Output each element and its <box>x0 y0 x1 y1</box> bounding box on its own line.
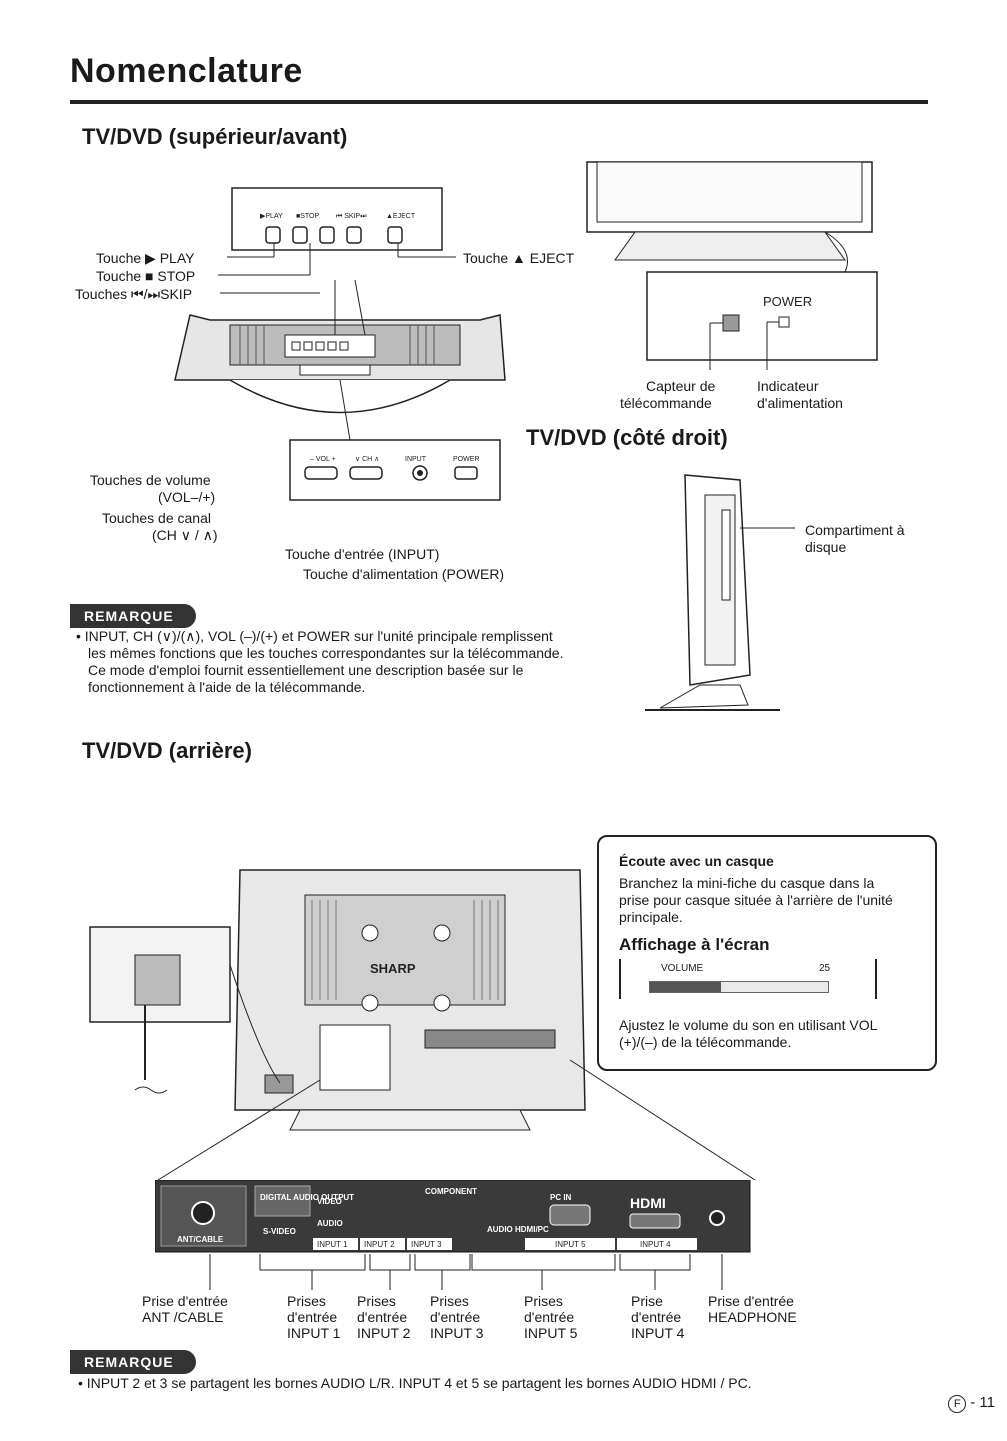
headphone-p1: Branchez la mini-fiche du casque dans la <box>619 875 875 891</box>
volume-value: 25 <box>819 963 831 974</box>
volume-osd: VOLUME 25 <box>619 959 877 999</box>
page-number: F- 11 <box>948 1394 995 1413</box>
label-indicator-1: Indicateur <box>757 378 819 394</box>
note-text: • INPUT, CH (∨)/(∧), VOL (–)/(+) et POWE… <box>76 628 676 696</box>
volume-bar-fill <box>650 982 722 992</box>
osd-title: Affichage à l'écran <box>619 935 770 954</box>
label-play: Touche ▶ PLAY <box>96 250 195 266</box>
panel-digital: DIGITAL AUDIO OUTPUT <box>260 1193 354 1202</box>
panel-audio: AUDIO <box>317 1219 343 1228</box>
panel-label-power: POWER <box>453 456 479 463</box>
label-channel-1: Touches de canal <box>102 510 211 526</box>
panel-svideo: S-VIDEO <box>263 1227 296 1236</box>
panel-label-input: INPUT <box>405 456 427 463</box>
panel-input5: INPUT 5 <box>555 1240 586 1249</box>
page-title: Nomenclature <box>70 52 303 90</box>
label-volume-1: Touches de volume <box>90 472 211 488</box>
panel-video: VIDEO <box>317 1197 342 1206</box>
label-input: Touche d'entrée (INPUT) <box>285 546 440 562</box>
note2-badge: REMARQUE <box>70 1350 196 1374</box>
panel-input2: INPUT 2 <box>364 1240 395 1249</box>
btn-label-eject: ▲EJECT <box>386 213 416 220</box>
volume-label: VOLUME <box>661 963 704 974</box>
headphone-title: Écoute avec un casque <box>619 853 774 869</box>
panel-input1: INPUT 1 <box>317 1240 348 1249</box>
zoom-lines <box>157 1059 756 1181</box>
front-illustration: ▶PLAY ■STOP ⏮ SKIP⏭ ▲EJECT – VOL + ∨ <box>174 187 506 501</box>
label-compartment-1: Compartiment à <box>805 522 905 538</box>
headphone-p5: (+)/(–) de la télécommande. <box>619 1034 792 1050</box>
bracket-lines <box>209 1254 723 1290</box>
panel-audio-hdmi: AUDIO HDMI/PC <box>487 1225 549 1234</box>
side-illustration <box>645 474 795 711</box>
note-badge: REMARQUE <box>70 604 196 628</box>
label-skip: Touches ⏮/⏭SKIP <box>75 286 193 302</box>
rear-illustration: SHARP <box>89 869 586 1131</box>
note1-line4: fonctionnement à l'aide de la télécomman… <box>88 679 366 695</box>
panel-ant: ANT/CABLE <box>177 1235 224 1244</box>
panel-input4: INPUT 4 <box>640 1240 671 1249</box>
note1-line1: • INPUT, CH (∨)/(∧), VOL (–)/(+) et POWE… <box>76 628 553 644</box>
panel-label-vol: – VOL + <box>310 456 336 463</box>
rear-brand: SHARP <box>370 961 416 976</box>
rear-heading: TV/DVD (arrière) <box>82 738 252 763</box>
power-text: POWER <box>763 294 812 309</box>
headphone-box: Écoute avec un casque Branchez la mini-f… <box>597 835 937 1071</box>
label-power: Touche d'alimentation (POWER) <box>303 566 505 582</box>
label-sensor-2: télécommande <box>620 395 712 411</box>
label-sensor-1: Capteur de <box>646 378 716 394</box>
volume-bar <box>649 981 829 993</box>
headphone-p2: prise pour casque située à l'arrière de … <box>619 892 893 908</box>
headphone-p4: Ajustez le volume du son en utilisant VO… <box>619 1017 878 1033</box>
label-stop: Touche ■ STOP <box>96 268 196 284</box>
headphone-p3: principale. <box>619 909 683 925</box>
note2-line1: • INPUT 2 et 3 se partagent les bornes A… <box>78 1375 752 1391</box>
rear-connector-panel: ANT/CABLE DIGITAL AUDIO OUTPUT S-VIDEO V… <box>155 1180 751 1253</box>
btn-label-skip: ⏮ SKIP⏭ <box>336 213 367 220</box>
lang-mark: F <box>948 1395 967 1413</box>
label-volume-2: (VOL–/+) <box>158 489 216 505</box>
panel-pcin: PC IN <box>550 1193 572 1202</box>
panel-input3: INPUT 3 <box>411 1240 442 1249</box>
side-heading: TV/DVD (côté droit) <box>526 425 728 450</box>
note1-line3: Ce mode d'emploi fournit essentiellement… <box>88 662 524 678</box>
panel-component: COMPONENT <box>425 1187 477 1196</box>
btn-label-stop: ■STOP <box>296 213 319 220</box>
front-heading: TV/DVD (supérieur/avant) <box>82 124 348 149</box>
panel-label-ch: ∨ CH ∧ <box>355 456 379 463</box>
tv-power-illustration: POWER <box>586 161 878 370</box>
panel-hdmi: HDMI <box>630 1195 666 1211</box>
label-channel-2: (CH ∨ / ∧) <box>152 527 218 543</box>
label-eject: Touche ▲ EJECT <box>463 250 575 266</box>
label-indicator-2: d'alimentation <box>757 395 843 411</box>
label-compartment-2: disque <box>805 539 847 555</box>
page-number-value: 11 <box>979 1394 995 1411</box>
btn-label-play: ▶PLAY <box>260 213 283 220</box>
note1-line2: les mêmes fonctions que les touches corr… <box>88 645 564 661</box>
title-rule <box>70 100 928 104</box>
